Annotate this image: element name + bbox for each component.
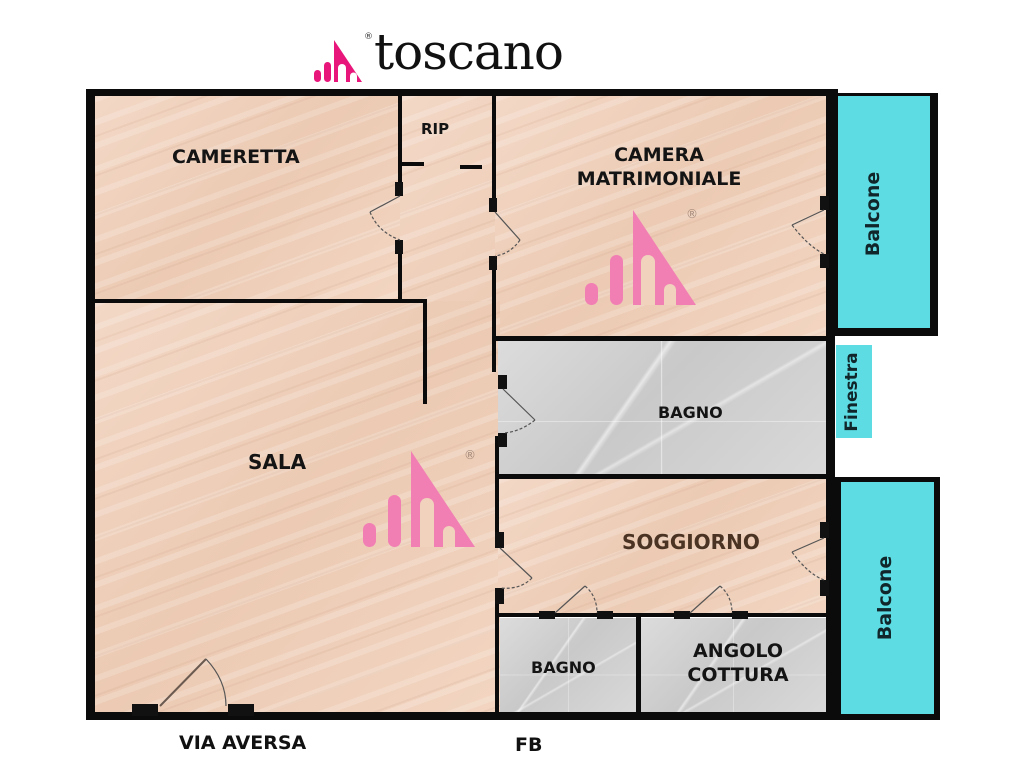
wall-outer-right <box>826 89 835 720</box>
wall-rip-stub-right <box>460 165 482 169</box>
door-jamb <box>539 611 555 619</box>
door-arc <box>499 577 533 589</box>
door-arc <box>369 211 401 241</box>
street-label-via-aversa: VIA AVERSA <box>179 732 307 754</box>
wall-camera-bottom <box>495 336 828 341</box>
door-jamb <box>395 240 403 254</box>
balcony-top <box>838 96 930 328</box>
room-bagno-1 <box>498 340 826 476</box>
door-arc <box>791 551 825 581</box>
label-finestra: Finestra <box>842 352 862 432</box>
wall-corridor-right-upper <box>492 96 496 208</box>
room-soggiorno <box>498 478 826 615</box>
door-leaf <box>369 195 401 213</box>
wall-soggiorno-bottom <box>495 613 828 617</box>
door-jamb <box>495 588 504 604</box>
door-jamb <box>132 704 158 716</box>
room-angolo-cottura <box>641 618 826 713</box>
room-label-bagno-1: BAGNO <box>658 403 723 422</box>
wall-cameretta-right-upper <box>398 96 402 196</box>
window-finestra <box>836 345 872 438</box>
room-bagno-2 <box>500 618 638 713</box>
entrance-door-leaf <box>159 658 207 707</box>
label-balcone-bottom: Balcone <box>874 555 896 641</box>
wall-corridor-right-lower <box>495 588 499 716</box>
wall-corridor-right-bath <box>495 436 499 536</box>
entrance-door-arc <box>205 658 227 707</box>
door-leaf <box>689 585 721 614</box>
door-jamb <box>820 254 829 268</box>
door-leaf <box>494 211 521 241</box>
wall-bagno-bottom <box>495 474 828 479</box>
watermark-registered-mark: ® <box>686 207 698 221</box>
door-jamb <box>674 611 690 619</box>
wall-cameretta-right-lower <box>398 248 402 303</box>
room-label-cameretta: CAMERETTA <box>172 146 300 168</box>
door-jamb <box>820 580 829 596</box>
label-balcone-top: Balcone <box>862 171 884 257</box>
door-jamb <box>597 611 613 619</box>
door-jamb <box>495 532 504 548</box>
door-jamb <box>395 182 403 196</box>
room-label-line: COTTURA <box>687 663 789 686</box>
watermark-logo-camera <box>585 210 696 305</box>
door-leaf <box>554 585 586 614</box>
wall-bagno2-cottura <box>636 615 641 715</box>
door-arc <box>791 224 825 255</box>
wall-sala-corridor <box>423 299 427 404</box>
wall-outer-left <box>86 89 95 720</box>
door-jamb <box>498 433 507 447</box>
wall-outer-top <box>86 89 838 96</box>
room-label-line: ANGOLO <box>693 640 783 662</box>
door-jamb <box>820 522 829 538</box>
door-arc <box>719 585 733 614</box>
door-jamb <box>489 198 497 212</box>
wall-corridor-right-mid <box>492 262 496 372</box>
room-camera-matrimoniale <box>495 96 827 338</box>
room-label-angolo-cottura: ANGOLO COTTURA <box>676 640 800 688</box>
room-label-camera-matrimoniale: CAMERA MATRIMONIALE <box>566 144 752 192</box>
room-label-soggiorno: SOGGIORNO <box>622 530 760 554</box>
door-jamb <box>489 256 497 270</box>
street-label-fb: FB <box>515 734 543 756</box>
door-jamb <box>228 704 254 716</box>
room-cameretta <box>95 96 400 301</box>
room-label-sala: SALA <box>248 450 307 474</box>
watermark-registered-mark: ® <box>464 448 476 462</box>
door-jamb <box>820 196 829 210</box>
door-leaf <box>502 388 536 421</box>
brand-logo-icon <box>314 40 362 82</box>
door-leaf <box>791 209 825 226</box>
balcony-bottom <box>841 482 934 714</box>
door-arc <box>502 419 536 434</box>
wall-rip-stub-left <box>402 162 424 166</box>
room-label-bagno-2: BAGNO <box>531 658 596 677</box>
door-jamb <box>732 611 748 619</box>
brand-logo: ® toscano <box>312 23 612 86</box>
door-arc <box>584 585 598 614</box>
door-leaf <box>791 537 825 553</box>
wall-outer-bottom <box>86 712 838 720</box>
brand-name: toscano <box>374 23 564 81</box>
room-label-line: MATRIMONIALE <box>576 167 742 190</box>
door-leaf <box>499 547 533 579</box>
room-label-rip: RIP <box>421 120 450 138</box>
watermark-logo-sala <box>363 451 475 547</box>
door-arc <box>494 239 521 257</box>
registered-mark: ® <box>364 32 373 42</box>
room-label-line: CAMERA <box>614 144 704 166</box>
door-jamb <box>498 375 507 389</box>
wall-cameretta-bottom <box>95 299 425 303</box>
